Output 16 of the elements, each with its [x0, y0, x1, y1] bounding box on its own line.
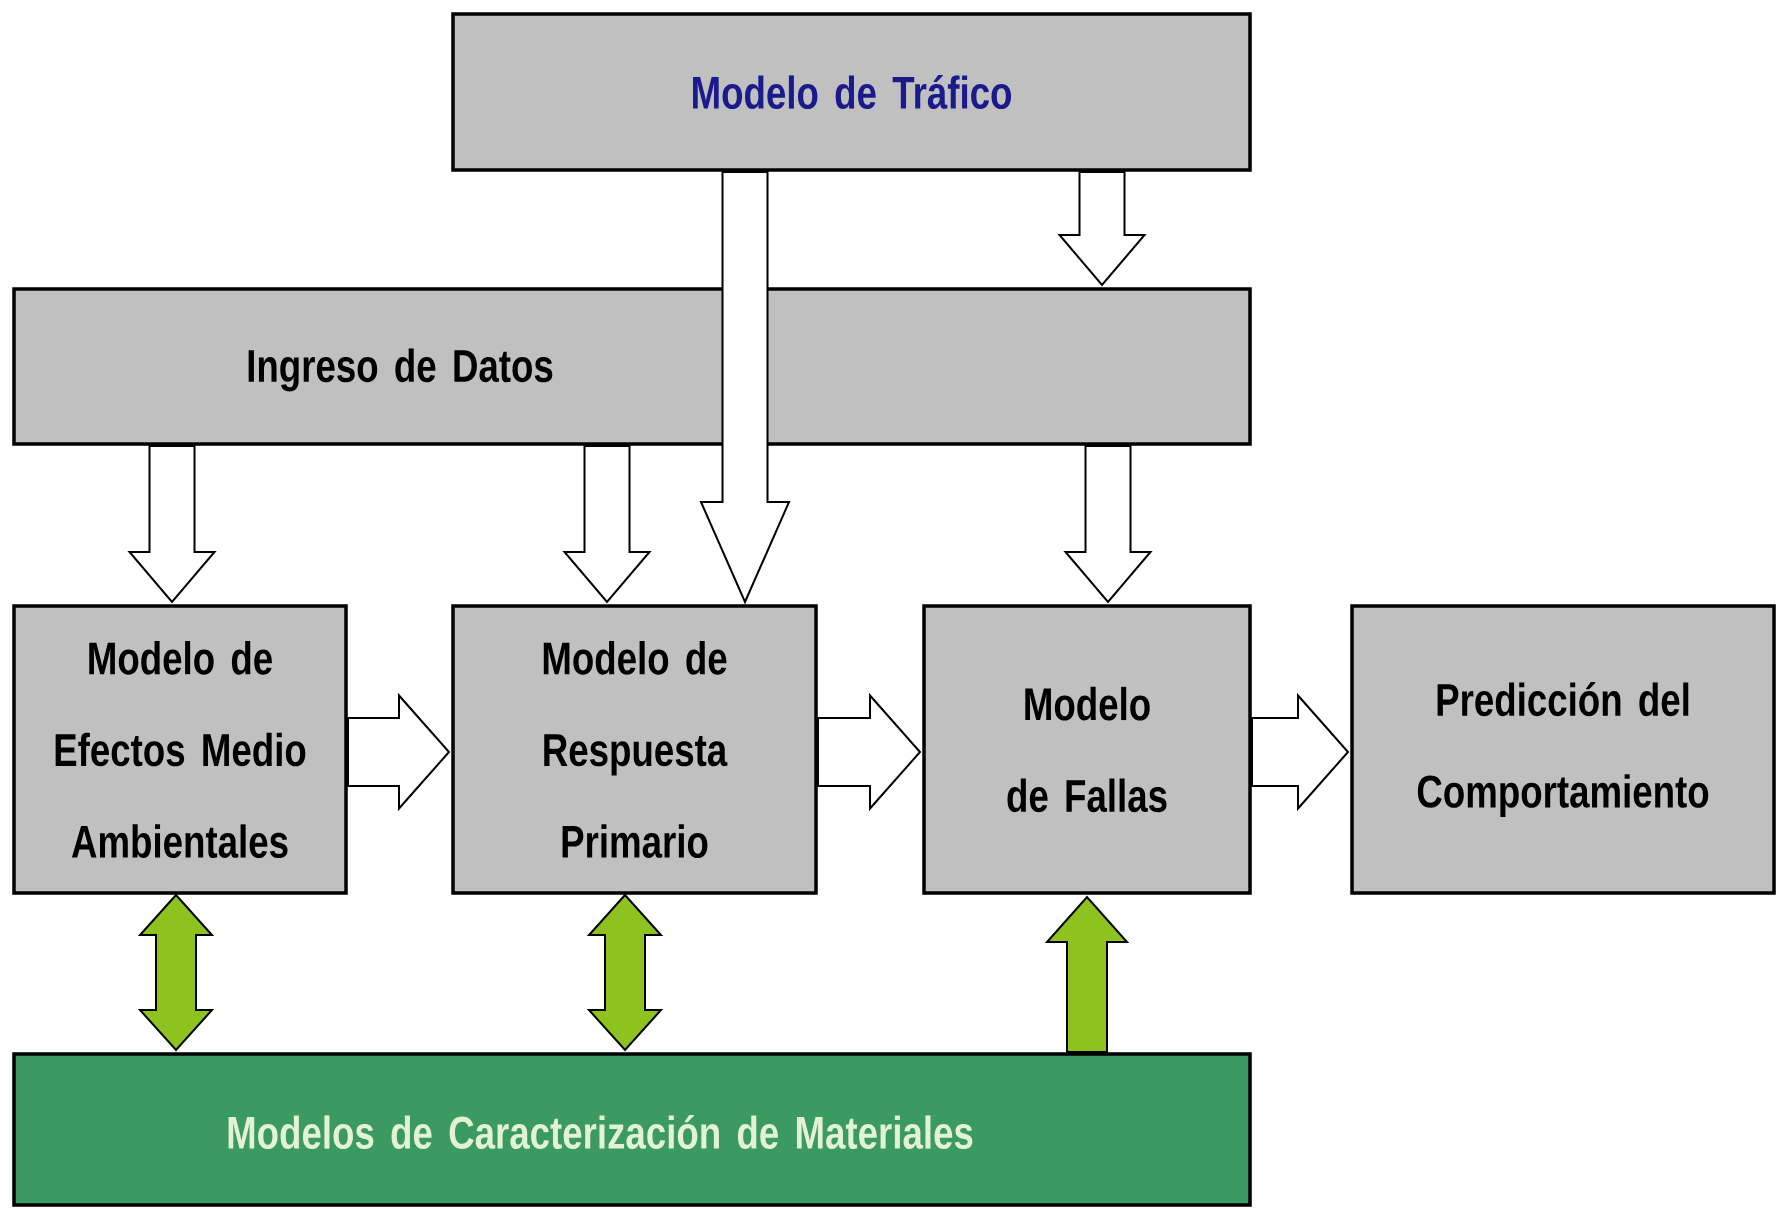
process-box: Modelo de Respuesta Primario: [451, 604, 818, 895]
block-arrow: [699, 171, 791, 605]
block-arrow: [127, 445, 217, 604]
block-arrow: [1251, 692, 1350, 812]
block-arrow: [347, 692, 451, 812]
block-arrow: [817, 692, 922, 812]
process-box: Modelos de Caracterización de Materiales: [12, 1052, 1252, 1207]
block-arrow: [1063, 445, 1153, 604]
process-box: Modelo de Fallas: [922, 604, 1252, 895]
block-arrow: [1057, 171, 1147, 287]
process-box: Modelo de Tráfico: [451, 12, 1252, 172]
process-box: Predicción del Comportamiento: [1350, 604, 1776, 895]
block-arrow: [1044, 895, 1130, 1053]
process-box: Modelo de Efectos Medio Ambientales: [12, 604, 348, 895]
process-box: Ingreso de Datos: [12, 287, 1252, 446]
block-arrow: [562, 445, 652, 604]
